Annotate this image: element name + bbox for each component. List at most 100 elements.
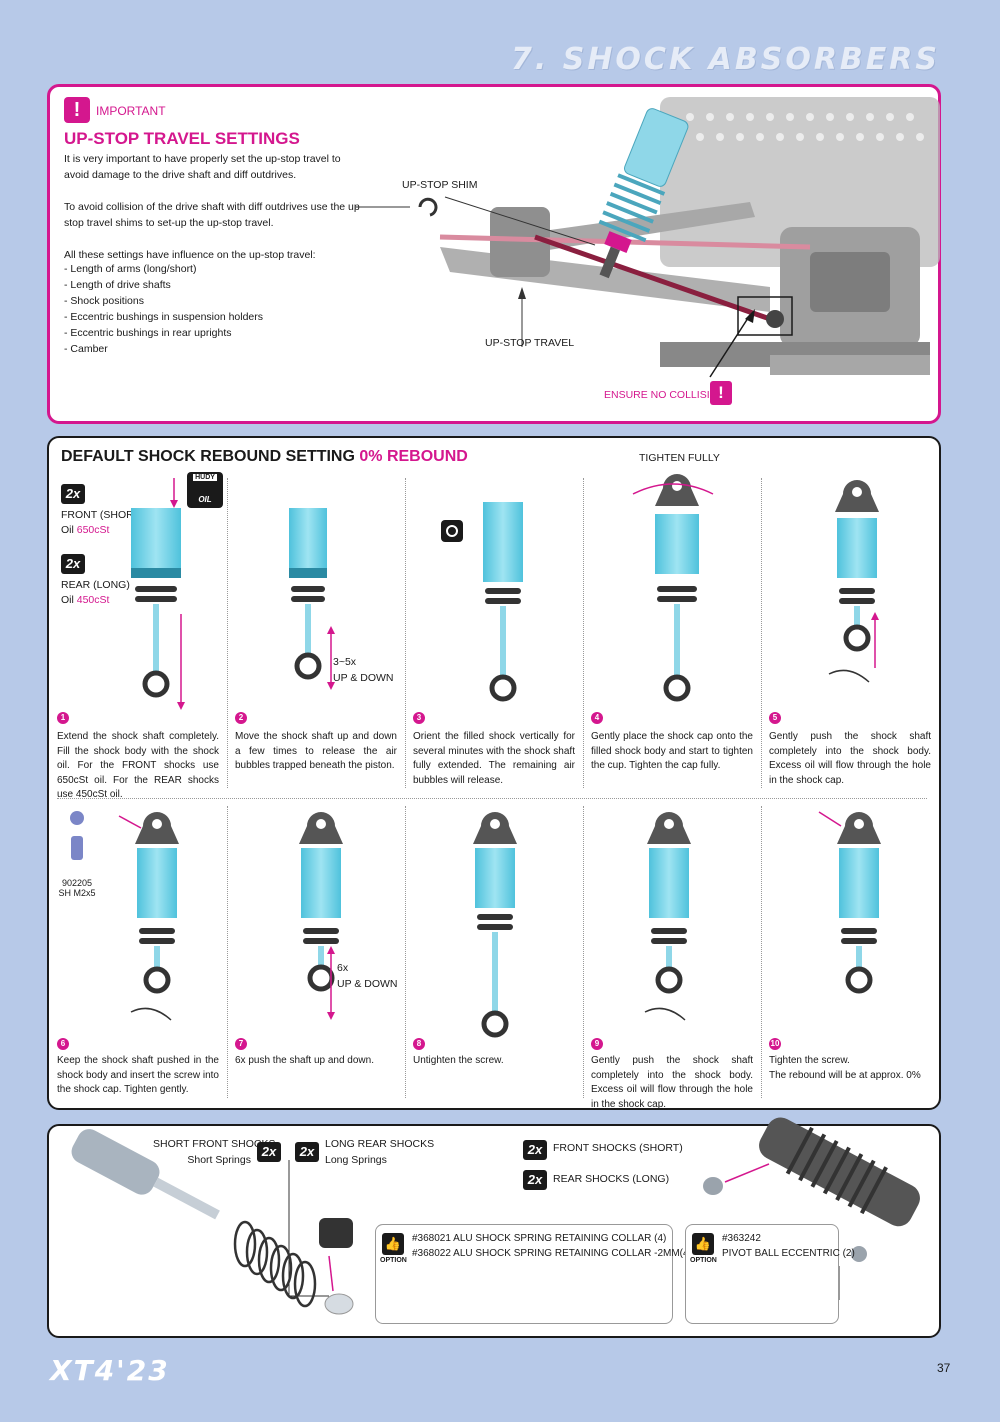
option-text: #368021 ALU SHOCK SPRING RETAINING COLLA… <box>412 1231 692 1261</box>
xt4-logo: XT4'23 <box>50 1354 170 1387</box>
step-number: 9 <box>591 1038 603 1050</box>
important-heading: UP-STOP TRAVEL SETTINGS <box>64 129 300 148</box>
timer-icon <box>441 520 463 542</box>
rebound-heading-accent: 0% REBOUND <box>359 448 468 465</box>
front-shocks-label: FRONT SHOCKS (SHORT) <box>553 1142 683 1154</box>
page-number: 37 <box>937 1361 951 1375</box>
rebound-panel: DEFAULT SHOCK REBOUND SETTING 0% REBOUND… <box>47 436 941 1110</box>
thumbs-up-icon: 👍 <box>382 1233 404 1255</box>
motion-label-1: 3~5x UP & DOWN <box>333 654 393 686</box>
step-description: Gently push the shock shaft completely i… <box>591 1055 753 1110</box>
important-para-3: All these settings have influence on the… <box>64 249 316 261</box>
option-label: OPTION <box>380 1257 407 1264</box>
front-oil-value: 650cSt <box>76 524 110 536</box>
divider <box>761 478 762 788</box>
hudy-oil-icon: HUDY OIL <box>187 472 223 508</box>
qty-badge: 2x <box>523 1140 547 1160</box>
suspension-illustration <box>355 97 940 378</box>
qty-badge-rear: 2x <box>61 554 85 574</box>
collision-callout: ENSURE NO COLLISION <box>604 389 726 401</box>
step-number: 6 <box>57 1038 69 1050</box>
list-item: - Shock positions <box>64 295 144 307</box>
important-icon: ! <box>64 97 90 123</box>
option-line: #368022 ALU SHOCK SPRING RETAINING COLLA… <box>412 1248 692 1259</box>
divider <box>57 798 927 799</box>
step-description: 6x push the shaft up and down. <box>235 1055 374 1066</box>
list-item: - Camber <box>64 343 108 355</box>
step-number: 7 <box>235 1038 247 1050</box>
front-oil-prefix: Oil <box>61 524 77 536</box>
divider <box>583 806 584 1098</box>
oil-label: OIL <box>198 495 212 504</box>
option-pivot-box: 👍 OPTION #363242 PIVOT BALL ECCENTRIC (2… <box>685 1224 855 1324</box>
list-item: - Eccentric bushings in suspension holde… <box>64 311 264 323</box>
step-description: Tighten the screw. The rebound will be a… <box>769 1055 921 1081</box>
upstop-shim-callout: UP-STOP SHIM <box>402 179 478 191</box>
short-front-shocks: SHORT FRONT SHOCKS <box>153 1138 276 1150</box>
tighten-fully-label: TIGHTEN FULLY <box>639 452 720 464</box>
list-item: - Length of arms (long/short) <box>64 263 197 275</box>
front-oil-info: FRONT (SHORT) Oil 650cSt <box>61 508 143 538</box>
section-title: 7. SHOCK ABSORBERS <box>511 42 940 77</box>
list-item: - Length of drive shafts <box>64 279 171 291</box>
rear-label: REAR (LONG) <box>61 579 130 591</box>
divider <box>405 806 406 1098</box>
step-description: Extend the shock shaft completely. Fill … <box>57 731 219 800</box>
rear-oil-value: 450cSt <box>76 594 110 606</box>
motion-direction: UP & DOWN <box>337 978 398 990</box>
shock-illustrations <box>70 474 881 1038</box>
qty-badge: 2x <box>523 1170 547 1190</box>
option-line: PIVOT BALL ECCENTRIC (2) <box>722 1248 855 1259</box>
short-front-label: SHORT FRONT SHOCKS Short Springs <box>153 1136 276 1168</box>
part-number: 902205 <box>61 878 93 888</box>
important-panel: ! IMPORTANT UP-STOP TRAVEL SETTINGS It i… <box>47 84 941 424</box>
important-para-2: To avoid collision of the drive shaft wi… <box>64 201 364 229</box>
qty-badge-front: 2x <box>61 484 85 504</box>
step-number: 2 <box>235 712 247 724</box>
upstop-factor-list: - Length of arms (long/short) - Length o… <box>64 261 263 357</box>
qty-badge: 2x <box>257 1142 281 1162</box>
option-collar-box: 👍 OPTION #368021 ALU SHOCK SPRING RETAIN… <box>375 1224 692 1324</box>
step-number: 8 <box>413 1038 425 1050</box>
long-rear-shocks: LONG REAR SHOCKS <box>325 1138 435 1150</box>
list-item: - Eccentric bushings in rear uprights <box>64 327 232 339</box>
option-text: #363242 PIVOT BALL ECCENTRIC (2) <box>722 1231 855 1261</box>
divider <box>405 478 406 788</box>
divider <box>761 806 762 1098</box>
long-springs: Long Springs <box>325 1154 387 1166</box>
step-number: 5 <box>769 712 781 724</box>
divider <box>227 806 228 1098</box>
front-label: FRONT (SHORT) <box>61 509 144 521</box>
divider <box>227 478 228 788</box>
springs-panel: SHORT FRONT SHOCKS Short Springs 2x 2x L… <box>47 1117 941 1338</box>
step-description: Orient the filled shock vertically for s… <box>413 731 575 786</box>
qty-badge: 2x <box>295 1142 319 1162</box>
rebound-heading: DEFAULT SHOCK REBOUND SETTING 0% REBOUND <box>61 448 468 466</box>
motion-direction: UP & DOWN <box>333 672 394 684</box>
rear-shocks-label: REAR SHOCKS (LONG) <box>553 1173 670 1185</box>
step-description: Gently place the shock cap onto the fill… <box>591 731 753 771</box>
hudy-label: HUDY <box>193 474 217 481</box>
motion-label-2: 6x UP & DOWN <box>337 960 397 992</box>
step-description: Move the shock shaft up and down a few t… <box>235 731 397 771</box>
short-springs: Short Springs <box>187 1154 251 1166</box>
step-number: 4 <box>591 712 603 724</box>
rebound-heading-main: DEFAULT SHOCK REBOUND SETTING <box>61 448 360 465</box>
step-description: Untighten the screw. <box>413 1055 504 1066</box>
step-description: Gently push the shock shaft completely i… <box>769 731 931 786</box>
important-para-1: It is very important to have properly se… <box>64 153 341 181</box>
thumbs-up-icon: 👍 <box>692 1233 714 1255</box>
option-line: #363242 <box>722 1233 761 1244</box>
part-desc: SH M2x5 <box>58 888 96 898</box>
upstop-travel-callout: UP-STOP TRAVEL <box>485 337 575 349</box>
motion-count: 3~5x <box>333 656 357 668</box>
step-number: 1 <box>57 712 69 724</box>
screw-part-label: 902205 SH M2x5 <box>57 878 97 898</box>
divider <box>583 478 584 788</box>
option-line: #368021 ALU SHOCK SPRING RETAINING COLLA… <box>412 1233 667 1244</box>
rear-oil-info: REAR (LONG) Oil 450cSt <box>61 578 130 608</box>
motion-count: 6x <box>337 962 349 974</box>
rear-oil-prefix: Oil <box>61 594 77 606</box>
important-label: IMPORTANT <box>96 104 166 118</box>
step-number: 3 <box>413 712 425 724</box>
